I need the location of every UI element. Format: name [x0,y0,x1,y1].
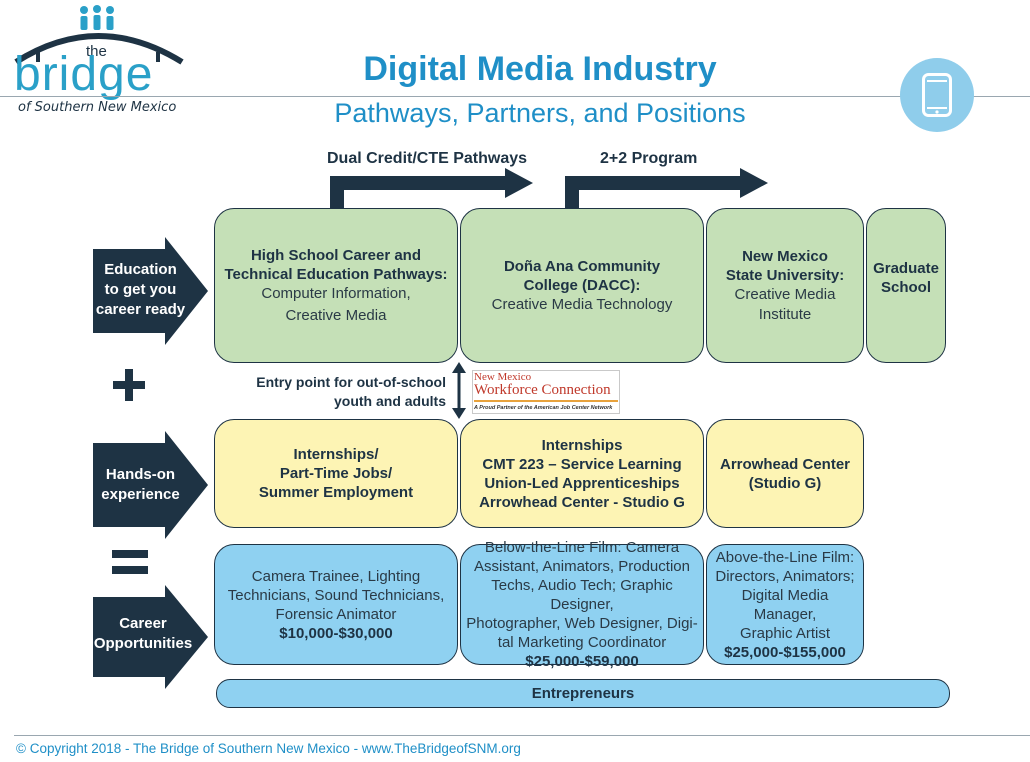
career-chevron [93,585,208,689]
arrowhead-center-box: Arrowhead Center (Studio G) [706,419,864,528]
workforce-logo-name: Workforce Connection [474,382,611,398]
career-label: Career Opportunities [93,615,193,652]
graduate-school-box: Graduate School [866,208,946,363]
workforce-logo-tagline: A Proud Partner of the American Job Cent… [474,405,613,411]
page-subtitle: Pathways, Partners, and Positions [334,98,746,128]
dacc-box: Doña Ana Community College (DACC): Creat… [460,208,704,363]
education-chevron [93,237,208,345]
dual-credit-label: Dual Credit/CTE Pathways [327,150,528,167]
career-entry-salary: $10,000-$30,000 [279,624,393,642]
two-plus-two-arrow [565,168,768,212]
entrepreneurs-bar: Entrepreneurs [216,679,950,708]
down-arrow-icon [452,408,466,419]
internships-part-time-box: Internships/ Part-Time Jobs/ Summer Empl… [214,419,458,528]
workforce-connection-logo [472,370,620,414]
smartphone-icon [922,73,952,122]
high-school-box: High School Career and Technical Educati… [214,208,458,363]
nmsu-box: New Mexico State University: Creative Me… [706,208,864,363]
two-plus-two-label: 2+2 Program [600,150,698,167]
dual-credit-arrow [330,168,533,212]
page-title: Digital Media Industry [363,50,717,88]
bridge-arc [14,33,184,65]
logo-the: the [86,43,107,60]
internships-cmt-box: Internships CMT 223 – Service Learning U… [460,419,704,528]
smartphone-badge [900,58,974,132]
footer-divider [14,735,1030,736]
career-entry-box: Camera Trainee, Lighting Technicians, So… [214,544,458,665]
career-above-line-salary: $25,000-$155,000 [724,643,846,661]
career-below-line-box: Below-the-Line Film: Camera Assistant, A… [460,539,704,670]
education-label: Education to get you career ready [95,261,186,318]
logo-subtitle: of Southern New Mexico [18,100,177,115]
career-below-line-salary: $25,000-$59,000 [525,653,639,670]
workforce-logo-top: New Mexico [474,371,532,383]
people-figures [80,5,114,30]
hands-on-chevron [93,431,208,539]
up-arrow-icon [452,362,466,373]
entry-point-text: Entry point for out-of-school youth and … [256,374,446,409]
equals-symbol [112,550,148,558]
logo-name: bridge [14,48,153,101]
hands-on-label: Hands-on experience [101,466,180,503]
bridge-logo: the bridge [8,4,198,109]
career-above-line-box: Above-the-Line Film: Directors, Animator… [706,544,864,665]
workforce-logo-bar [474,400,618,402]
footer-copyright: © Copyright 2018 - The Bridge of Souther… [16,741,521,756]
header-divider [0,96,1030,97]
